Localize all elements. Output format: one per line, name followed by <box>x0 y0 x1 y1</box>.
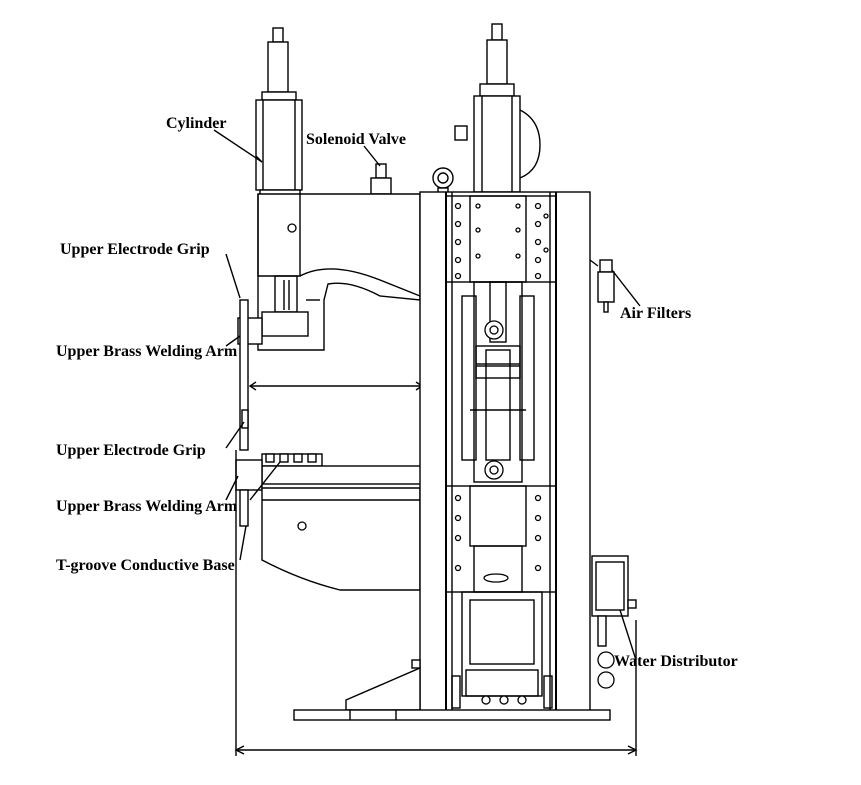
base-support <box>345 659 421 711</box>
label-water-distributor: Water Distributor <box>614 653 738 670</box>
label-solenoid-valve: Solenoid Valve <box>306 131 406 148</box>
label-cylinder: Cylinder <box>166 115 226 132</box>
label-t-groove-conductive-base: T-groove Conductive Base <box>56 557 235 574</box>
lower-plate-holes <box>454 494 542 572</box>
label-upper-brass-welding-arm-1: Upper Brass Welding Arm <box>56 343 238 360</box>
base-plate <box>293 709 611 721</box>
label-upper-brass-welding-arm-2: Upper Brass Welding Arm <box>56 498 238 515</box>
air-filter-unit <box>589 259 615 313</box>
t-groove-teeth <box>265 453 317 463</box>
label-upper-electrode-grip-2: Upper Electrode Grip <box>56 442 206 459</box>
water-distributor-unit <box>591 555 637 689</box>
lower-arm <box>235 453 423 591</box>
overall-dimension <box>234 450 638 756</box>
throat-dimension <box>248 381 424 391</box>
label-air-filters: Air Filters <box>620 305 691 322</box>
upper-head <box>257 193 421 351</box>
lifting-eyebolt <box>432 167 454 195</box>
label-upper-electrode-grip-1: Upper Electrode Grip <box>60 241 210 258</box>
solenoid-valve <box>370 163 392 195</box>
upper-electrode-assembly <box>237 299 309 451</box>
leader-lines <box>213 129 641 661</box>
right-cylinder <box>454 23 541 193</box>
main-frame <box>419 191 591 713</box>
upper-plate-holes <box>454 202 549 280</box>
left-cylinder <box>255 27 303 201</box>
